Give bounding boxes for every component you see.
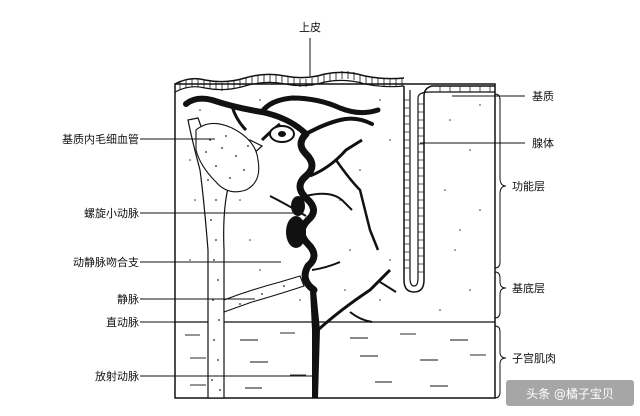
watermark-text: 头条 @橘子宝贝 [526, 386, 614, 401]
label-stroma: 基质 [532, 90, 554, 103]
watermark: 头条 @橘子宝贝 [506, 380, 634, 406]
label-functional-layer: 功能层 [512, 179, 545, 193]
label-basal-layer: 基底层 [512, 281, 545, 295]
label-myometrium: 子宫肌肉 [512, 351, 556, 365]
label-av-anastomosis: 动静脉吻合支 [73, 255, 139, 269]
leader-lines [140, 38, 525, 377]
label-gland: 腺体 [532, 136, 554, 150]
label-spiral-arteriole: 螺旋小动脉 [84, 206, 139, 220]
label-straight-artery: 直动脉 [106, 315, 139, 329]
gland [403, 85, 495, 293]
epithelium-layer [174, 71, 405, 93]
myometrium-texture [185, 332, 486, 389]
label-vein: 静脉 [117, 292, 139, 306]
label-epithelium: 上皮 [299, 21, 321, 34]
label-radial-artery: 放射动脉 [95, 369, 139, 383]
label-stroma-capillary: 基质内毛细血管 [62, 132, 139, 146]
layer-braces [494, 93, 507, 399]
vein [187, 117, 305, 399]
arteries [183, 95, 397, 398]
